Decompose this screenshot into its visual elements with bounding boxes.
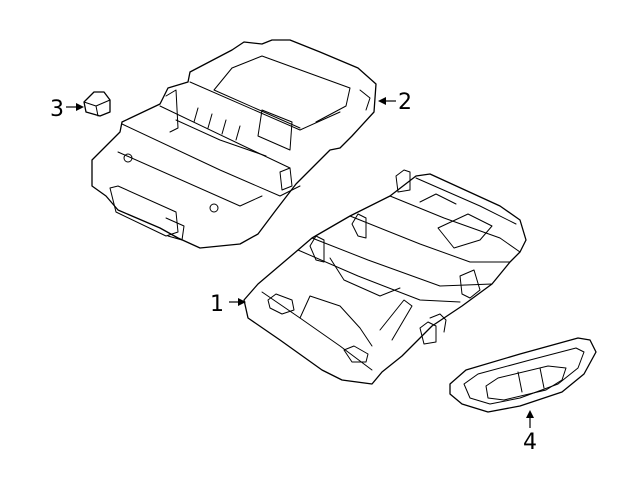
callout-4: 4 [523,410,537,455]
callout-3-arrowhead [76,103,84,111]
callout-3-number: 3 [50,97,64,122]
callout-2: 2 [378,90,412,115]
callout-2-number: 2 [398,90,412,115]
callout-4-number: 4 [523,430,537,455]
callout-1-arrowhead [238,298,246,306]
callout-2-arrowhead [378,97,386,105]
callout-4-arrowhead [526,410,534,418]
callout-1-number: 1 [210,292,224,317]
callout-3: 3 [50,97,84,122]
callout-1: 1 [210,292,246,317]
part-2-bracket [91,39,377,249]
part-4-lamp [449,337,597,413]
part-1-housing [243,169,527,385]
part-3-clip [83,91,111,117]
